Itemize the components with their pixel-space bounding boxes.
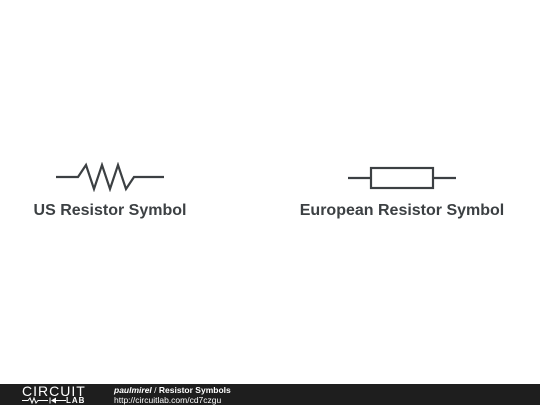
footer-bar: CIRCUIT LAB paulmirel / Resistor Symbols… (0, 384, 540, 405)
us-resistor-symbol (56, 162, 164, 192)
logo-wordmark: CIRCUIT (22, 383, 86, 399)
logo-waveform-icon (22, 397, 66, 404)
circuit-meta: paulmirel / Resistor Symbols http://circ… (114, 385, 231, 405)
european-resistor-label: European Resistor Symbol (299, 202, 505, 219)
european-resistor-symbol (348, 166, 456, 190)
logo-lab-text: LAB (66, 396, 86, 405)
meta-separator: / (154, 385, 157, 395)
us-resistor-label: US Resistor Symbol (33, 202, 187, 219)
circuit-url-link[interactable]: http://circuitlab.com/cd7czgu (114, 395, 222, 405)
circuitlab-logo[interactable]: CIRCUIT LAB (22, 384, 96, 405)
author-link[interactable]: paulmirel (114, 385, 152, 395)
circuit-title: Resistor Symbols (158, 385, 231, 395)
